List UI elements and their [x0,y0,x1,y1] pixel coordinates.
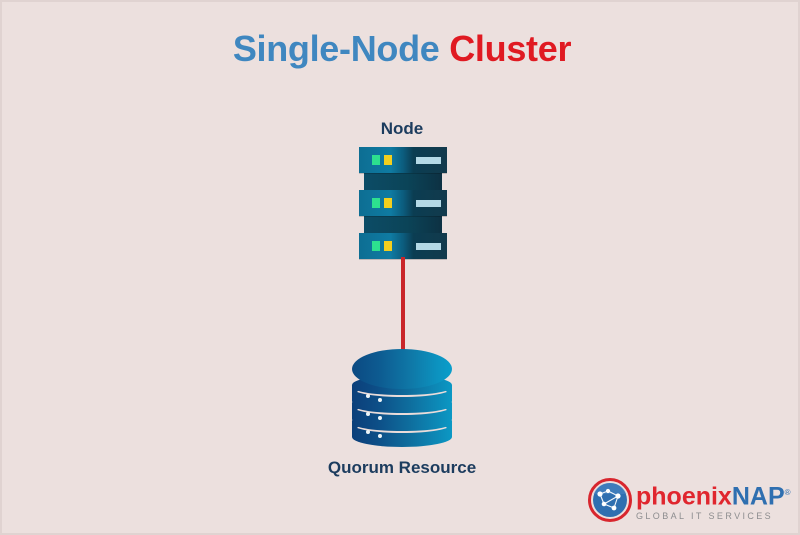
page-title-accent: Cluster [449,28,572,69]
front-panel-bar [416,243,441,250]
database-indicator-dot [366,412,370,416]
yellow-status-led-icon [384,155,392,165]
database-indicator-dot [366,430,370,434]
server-unit [359,233,447,259]
page-title: Single-Node Cluster [2,28,798,70]
brand-wordmark: phoenixNAP® [636,480,791,509]
brand-name-second: NAP [731,482,785,511]
server-spacer [364,216,442,233]
database-indicator-dot [378,434,382,438]
database-indicator-dot [366,394,370,398]
phoenixnap-globe-icon [588,478,632,522]
green-status-led-icon [372,198,380,208]
phoenixnap-wordmark: phoenixNAP® GLOBAL IT SERVICES [636,480,791,522]
registered-trademark-icon: ® [784,488,791,497]
database-indicator-dot [378,398,382,402]
server-unit [359,190,447,216]
database-disk-separator [352,415,452,433]
node-label: Node [380,119,424,138]
database-disk-separator [352,397,452,415]
brand-tagline: GLOBAL IT SERVICES [636,511,774,522]
quorum-resource-label: Quorum Resource [327,458,477,477]
node-server-stack [359,147,447,259]
server-unit [359,147,447,173]
phoenixnap-logo: phoenixNAP® GLOBAL IT SERVICES [588,476,791,524]
brand-name-first: phoenix [636,482,732,511]
page-title-primary: Single-Node [232,28,450,69]
node-to-quorum-link [401,257,405,370]
yellow-status-led-icon [384,198,392,208]
quorum-database-icon [352,349,452,448]
server-spacer [364,173,442,190]
database-disk-separator [352,379,452,397]
green-status-led-icon [372,241,380,251]
database-indicator-dot [378,416,382,420]
green-status-led-icon [372,155,380,165]
front-panel-bar [416,157,441,164]
front-panel-bar [416,200,441,207]
yellow-status-led-icon [384,241,392,251]
